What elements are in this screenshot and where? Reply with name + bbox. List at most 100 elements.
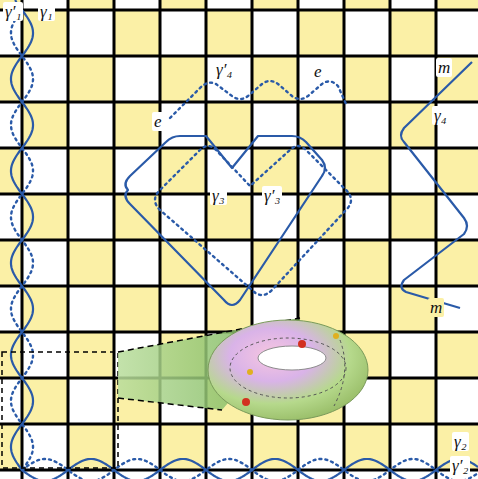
string-label: γ′₃ [262, 186, 282, 205]
lattice-line [343, 0, 346, 479]
lattice-line [0, 239, 478, 242]
plaquette [22, 378, 68, 424]
plaquette [160, 56, 206, 102]
torus-hole [258, 346, 326, 370]
lattice-line [0, 423, 478, 426]
plaquette [22, 194, 68, 240]
plaquette [22, 56, 68, 102]
plaquette [0, 378, 22, 424]
plaquette [344, 148, 390, 194]
plaquette [206, 10, 252, 56]
plaquette [114, 240, 160, 286]
gamma1-prime-string [11, 20, 33, 468]
plaquette [114, 194, 160, 240]
plaquette [390, 10, 436, 56]
anyon-dot [242, 398, 250, 406]
gamma3-prime-loop [155, 146, 351, 295]
plaquette [68, 286, 114, 332]
anyon-dot [333, 333, 339, 339]
zoom-box [2, 352, 118, 468]
plaquette [160, 424, 206, 470]
plaquette [298, 10, 344, 56]
plaquette [22, 424, 68, 470]
plaquette [114, 56, 160, 102]
lattice-line [0, 55, 478, 58]
plaquette [436, 10, 478, 56]
plaquette [436, 378, 478, 424]
gamma4-prime-string [170, 81, 346, 118]
lattice-line [0, 285, 478, 288]
plaquette [298, 240, 344, 286]
string-operators [11, 0, 478, 479]
lattice-line [389, 0, 392, 479]
plaquette [114, 10, 160, 56]
plaquette [68, 378, 114, 424]
gamma4-string [401, 62, 472, 308]
plaquette [160, 10, 206, 56]
string-label: γ₂ [452, 432, 469, 451]
plaquette [298, 424, 344, 470]
string-label: γ₄ [432, 106, 449, 125]
plaquette [206, 56, 252, 102]
plaquette [68, 10, 114, 56]
plaquette [160, 286, 206, 332]
plaquette [344, 10, 390, 56]
anyon-dot [247, 369, 253, 375]
plaquette [114, 424, 160, 470]
plaquette [22, 240, 68, 286]
plaquette [344, 102, 390, 148]
plaquette [68, 56, 114, 102]
gamma2-string [22, 459, 478, 479]
string-label: e [312, 62, 324, 81]
plaquette [436, 194, 478, 240]
gamma3-loop [125, 136, 325, 305]
string-label: γ₁ [38, 2, 55, 21]
plaquette [68, 240, 114, 286]
plaquette [252, 10, 298, 56]
plaquette [252, 102, 298, 148]
plaquette [436, 240, 478, 286]
plaquette [68, 332, 114, 378]
plaquette [390, 424, 436, 470]
lattice-line [0, 147, 478, 150]
plaquette [390, 194, 436, 240]
gamma2-prime-string [22, 459, 478, 479]
lattice-line [0, 469, 478, 472]
plaquette [68, 194, 114, 240]
plaquette [68, 148, 114, 194]
torus-cycle [334, 340, 345, 406]
plaquette [298, 56, 344, 102]
plaquette [22, 332, 68, 378]
plaquette [206, 240, 252, 286]
plaquette [252, 424, 298, 470]
plaquette [0, 102, 22, 148]
plaquette [344, 286, 390, 332]
lattice-line [0, 101, 478, 104]
torus-cycle [230, 338, 346, 398]
plaquette [22, 148, 68, 194]
gamma1-string [11, 0, 33, 470]
lattice-line [0, 9, 478, 12]
zoom-leader [118, 398, 222, 410]
plaquette [22, 286, 68, 332]
plaquette [298, 148, 344, 194]
string-label: e [152, 112, 164, 131]
string-label: γ′₂ [450, 456, 470, 475]
plaquette [22, 102, 68, 148]
plaquette [160, 240, 206, 286]
plaquette [436, 148, 478, 194]
anyon-dot [298, 340, 306, 348]
plaquette [114, 286, 160, 332]
string-label: γ′₄ [214, 60, 234, 79]
lattice-line [0, 193, 478, 196]
plaquette [390, 102, 436, 148]
plaquette [344, 56, 390, 102]
plaquette [68, 102, 114, 148]
plaquette [206, 424, 252, 470]
string-label: m [436, 58, 452, 77]
string-label: γ₃ [210, 186, 227, 205]
